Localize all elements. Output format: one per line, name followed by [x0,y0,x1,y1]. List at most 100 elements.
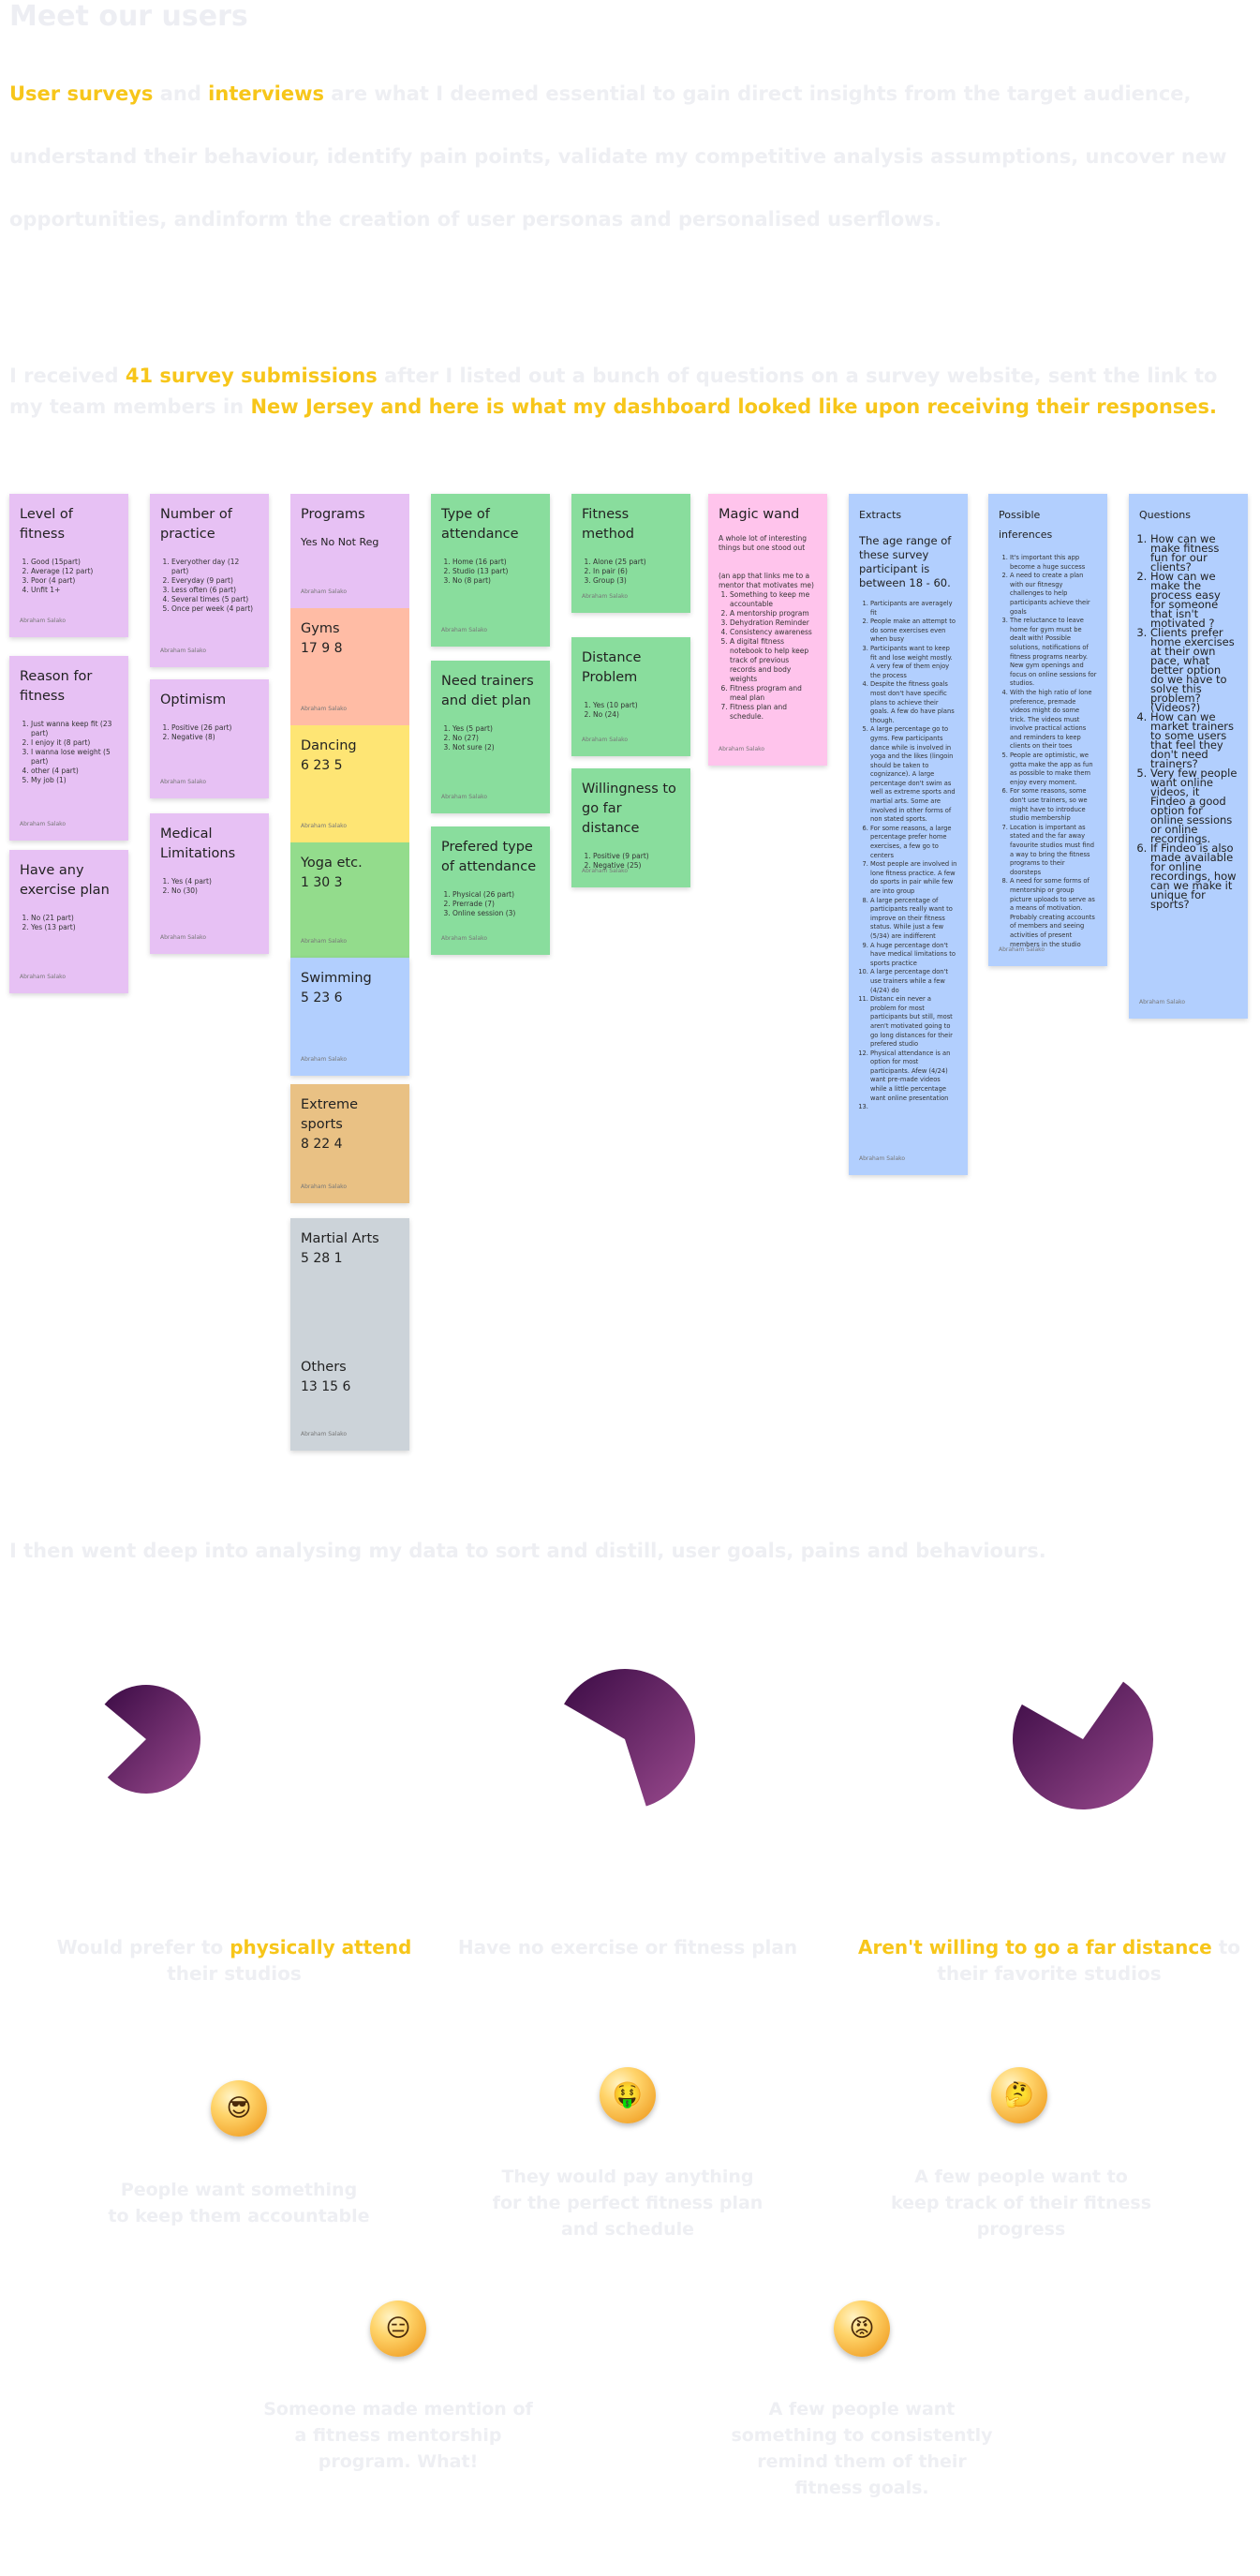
caption-text: Have no exercise or fitness plan [457,1936,798,1958]
card-title: Extracts [859,509,902,521]
list-item: I wanna lose weight (5 part) [31,748,118,767]
card-author: Abraham Salako [301,706,348,712]
card-numbers: 8 22 4 [301,1137,343,1152]
card-martial-arts: Martial Arts 5 28 1 Others 13 15 6 Abrah… [290,1218,409,1451]
list-item: A huge percentage don't have medical lim… [870,942,957,969]
card-questions: Questions How can we make fitness fun fo… [1129,494,1248,1019]
emoji-glyph: 😎 [226,2094,252,2122]
list-item: Participants want to keep fit and lose w… [870,645,957,680]
card-title: Questions [1139,509,1191,521]
list-item: Despite the fitness goals most don't hav… [870,680,957,725]
list-item: Participants are averagely fit [870,600,957,618]
list-item: Yes (10 part) [593,701,680,710]
list-item: Poor (4 part) [31,576,118,586]
list-item: How can we make the process easy for som… [1150,571,1238,629]
card-author: Abraham Salako [301,938,348,945]
card-preferred-attendance: Prefered type of attendance Physical (26… [431,826,550,955]
list-item: Fitness plan and schedule. [730,703,817,722]
card-gyms: Gyms 17 9 8 Abraham Salako [290,608,409,725]
card-exercise-plan: Have any exercise plan No (21 part)Yes (… [9,850,128,993]
list-item: Clients prefer home exercises at their o… [1150,627,1238,713]
card-author: Abraham Salako [20,974,67,980]
list-item: No (21 part) [31,914,118,923]
programs-header: Yes No Not Reg [301,536,379,548]
list-item: Everyother day (12 part) [171,558,259,576]
card-extreme-sports: Extreme sports 8 22 4 Abraham Salako [290,1084,409,1203]
intro-paragraph: User surveys and interviews are what I d… [9,63,1255,251]
list-item: Positive (9 part) [593,852,680,861]
card-list: Something to keep me accountableA mentor… [719,590,817,722]
card-trainers-diet: Need trainers and diet plan Yes (5 part)… [431,661,550,813]
pie-slice-1 [104,1685,200,1794]
page-title: Meet our users [9,0,248,33]
card-numbers: 6 23 5 [301,758,343,773]
card-title: Programs [301,507,365,522]
expressionless-face-icon: 😑 [370,2301,426,2357]
pie-chart-2 [564,1669,695,1807]
card-title: Extreme sports [301,1097,359,1132]
card-medical-limitations: Medical Limitations Yes (4 part)No (30) … [150,813,269,954]
card-title: Distance Problem [582,650,642,685]
list-item: Consistency awareness [730,628,817,637]
list-item: A need to create a plan with our fitnesg… [1010,572,1097,617]
card-yoga: Yoga etc. 1 30 3 Abraham Salako [290,842,409,958]
intro-text-2: are what I deemed essential to gain dire… [9,82,1227,231]
survey-paragraph: I received 41 survey submissions after I… [9,361,1255,423]
card-title: Yoga etc. [301,856,363,871]
card-title-others: Others [301,1360,347,1375]
emoji-glyph: 😑 [385,2315,411,2343]
chart-caption-3: Aren't willing to go a far distance to t… [843,1934,1255,1987]
card-reason-for-fitness: Reason for fitness Just wanna keep fit (… [9,656,128,841]
magic-subtitle: A whole lot of interesting things but on… [719,534,808,552]
pie-chart-3 [1013,1681,1153,1809]
card-numbers-others: 13 15 6 [301,1379,351,1394]
list-item: Yes (4 part) [171,877,259,886]
card-author: Abraham Salako [160,648,207,654]
card-title: Martial Arts [301,1231,379,1246]
list-item: Several times (5 part) [171,595,259,604]
list-item: Negative (8) [171,733,259,742]
list-item: Most people are involved in lone fitness… [870,860,957,896]
list-item: It's important this app become a huge su… [1010,554,1097,572]
card-author: Abraham Salako [20,821,67,827]
card-list: No (21 part)Yes (13 part) [20,914,118,932]
card-title: Prefered type of attendance [441,840,537,874]
list-item: Good (15part) [31,558,118,567]
emoji-caption-5: A few people want something to consisten… [731,2399,993,2498]
chart-caption-1: Would prefer to physically attend their … [19,1934,450,1987]
list-item: No (8 part) [452,576,540,586]
list-item: People are optimistic, we gotta make the… [1010,752,1097,787]
card-author: Abraham Salako [301,1184,348,1190]
money-face-icon: 🤑 [600,2067,656,2123]
list-item: My job (1) [31,776,118,785]
emoji-glyph: 🤔 [1003,2081,1035,2109]
pie-slice-1 [564,1669,695,1807]
list-item: Online session (3) [452,909,540,918]
card-list: Home (16 part)Studio (13 part)No (8 part… [441,558,540,586]
card-numbers: 5 28 1 [301,1251,343,1266]
card-author: Abraham Salako [582,593,629,600]
card-list: Positive (9 part)Negative (25) [582,852,680,871]
list-item: How can we make fitness fun for our clie… [1150,533,1238,573]
list-item: A need for some forms of mentorship or g… [1010,877,1097,949]
card-numbers: 17 9 8 [301,641,343,656]
list-item: How can we market trainers to some users… [1150,711,1238,769]
card-fitness-method: Fitness method Alone (25 part)In pair (6… [571,494,690,613]
cool-face-icon: 😎 [211,2080,267,2137]
card-author: Abraham Salako [441,935,488,942]
card-author: Abraham Salako [859,1155,906,1162]
card-list: Good (15part)Average (12 part)Poor (4 pa… [20,558,118,595]
card-willingness-distance: Willingness to go far distance Positive … [571,768,690,887]
card-dancing: Dancing 6 23 5 Abraham Salako [290,725,409,842]
list-item: No (27) [452,734,540,743]
list-item: A mentorship program [730,609,817,618]
emoji-glyph: 🤑 [612,2081,644,2109]
card-list: It's important this app become a huge su… [999,554,1097,949]
list-item: Yes (13 part) [31,923,118,932]
list-item: Yes (5 part) [452,724,540,734]
list-item: Fitness program and meal plan [730,684,817,703]
list-item: Everyday (9 part) [171,576,259,586]
card-author: Abraham Salako [719,746,765,752]
card-list: Positive (26 part)Negative (8) [160,723,259,742]
card-list: Participants are averagely fitPeople mak… [859,600,957,1112]
